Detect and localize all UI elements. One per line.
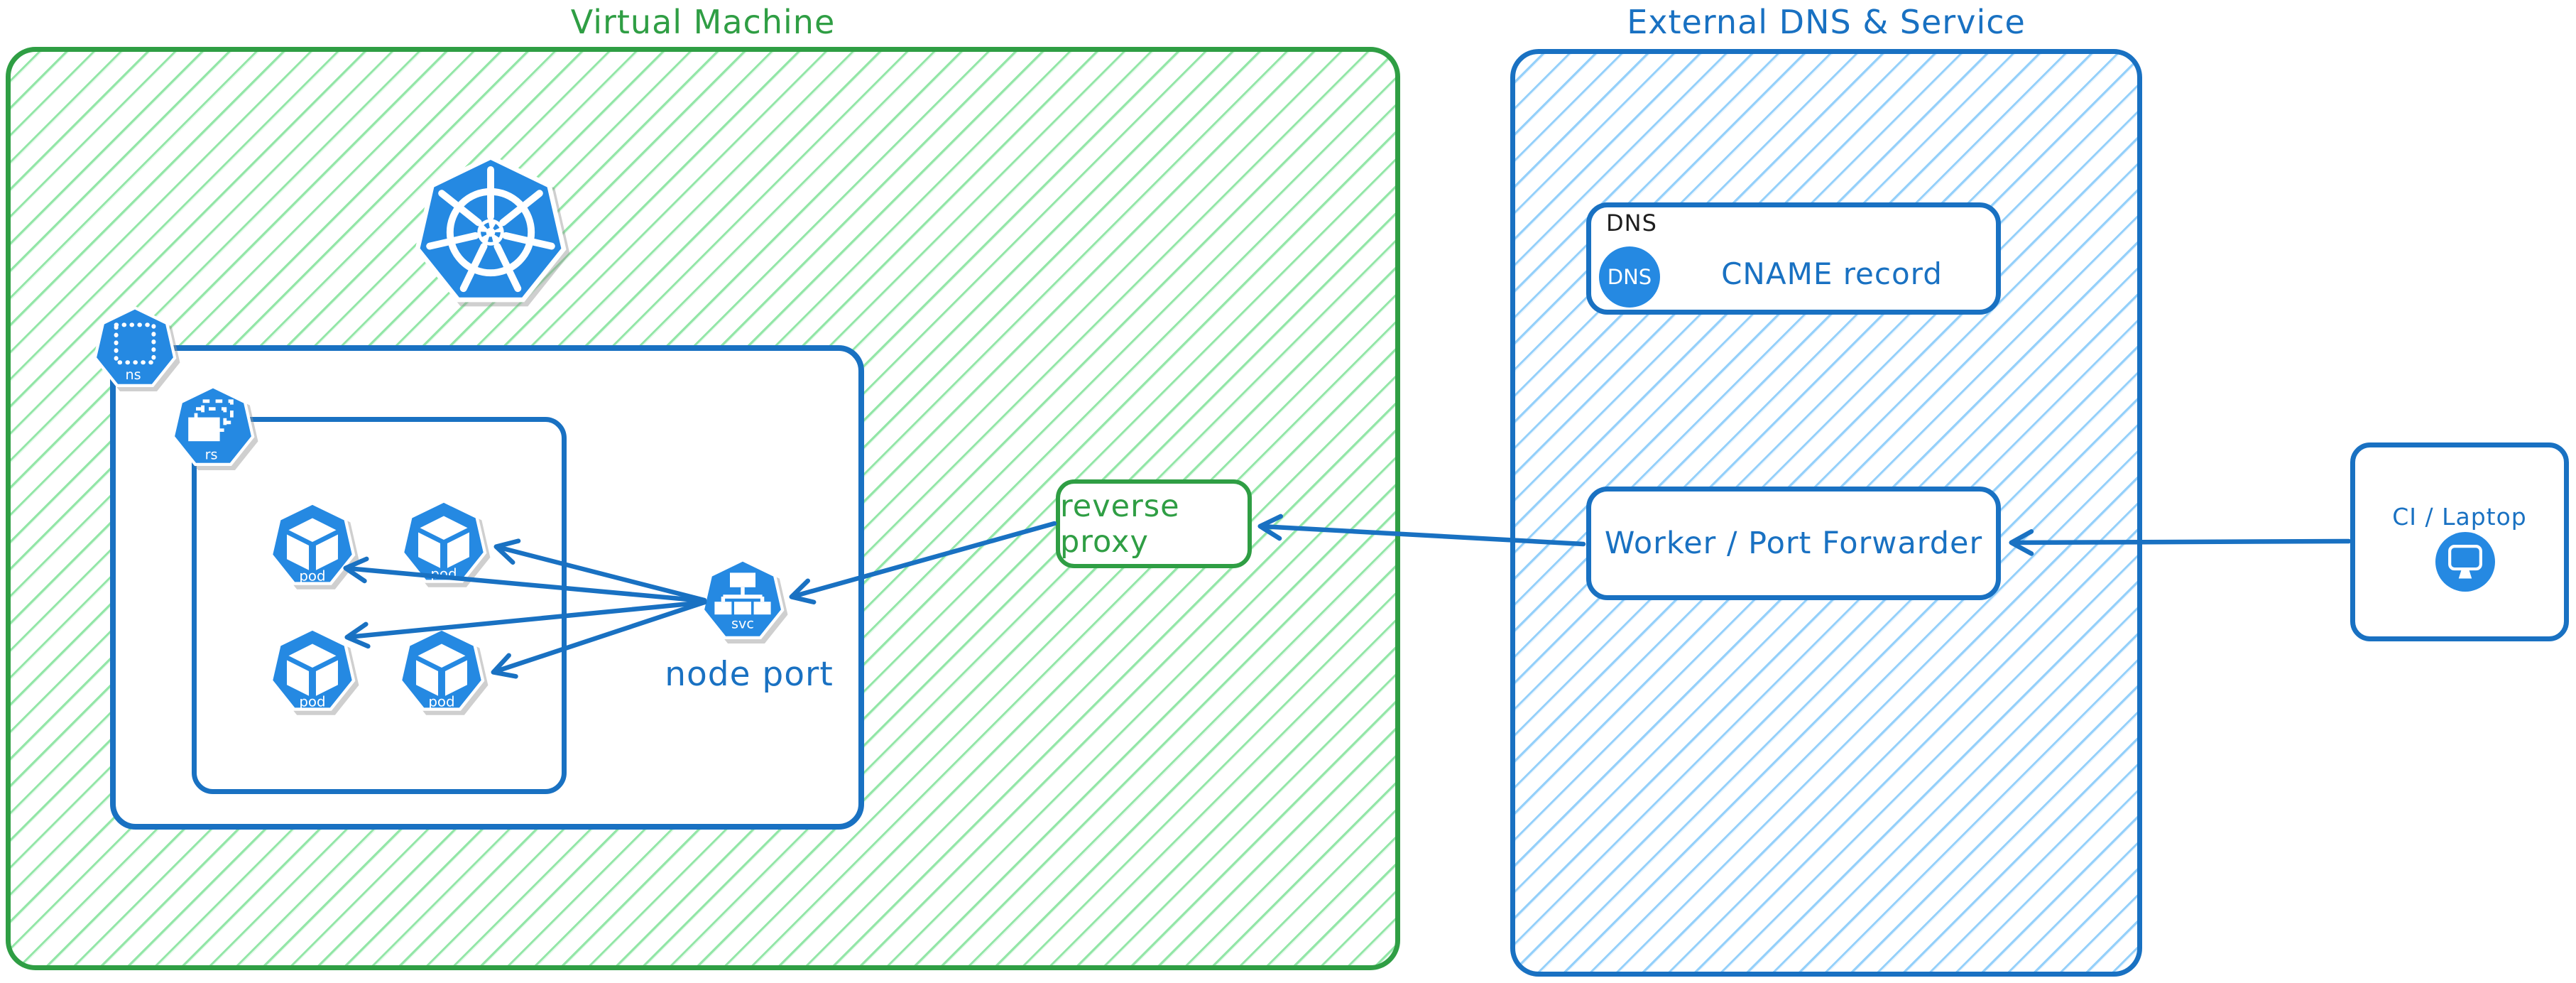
pod-icon-2: pod bbox=[400, 499, 488, 587]
pod-icon-4: pod bbox=[398, 627, 486, 715]
service-icon-label: svc bbox=[731, 615, 754, 631]
pod-icon-label: pod bbox=[430, 566, 457, 582]
dns-record-box bbox=[1586, 202, 2001, 315]
pod-icon-label: pod bbox=[428, 694, 454, 710]
kubernetes-logo-icon bbox=[413, 154, 569, 310]
pod-icon-label: pod bbox=[299, 568, 325, 585]
reverse-proxy-label: reverse proxy bbox=[1060, 488, 1180, 560]
pod-icon-3: pod bbox=[268, 627, 356, 715]
replicaset-icon: rs bbox=[170, 385, 256, 470]
dns-tag-label: DNS bbox=[1606, 210, 1657, 237]
node-port-label: node port bbox=[665, 655, 834, 694]
pod-icon-1: pod bbox=[268, 501, 356, 590]
worker-port-forwarder-box: Worker / Port Forwarder bbox=[1586, 487, 2001, 600]
replicaset-box bbox=[192, 417, 567, 794]
virtual-machine-title: Virtual Machine bbox=[570, 3, 836, 41]
dns-badge-label: DNS bbox=[1607, 265, 1652, 289]
external-dns-title: External DNS & Service bbox=[1627, 3, 2026, 41]
namespace-icon-label: ns bbox=[126, 366, 141, 383]
pod-icon-label: pod bbox=[299, 694, 325, 710]
service-icon: svc bbox=[700, 558, 785, 643]
cname-record-label: CNAME record bbox=[1721, 256, 1943, 291]
namespace-icon: ns bbox=[92, 306, 178, 391]
replicaset-icon-label: rs bbox=[205, 446, 218, 462]
reverse-proxy-box: reverse proxy bbox=[1056, 479, 1252, 568]
worker-label: Worker / Port Forwarder bbox=[1604, 526, 1983, 561]
dns-badge-icon: DNS bbox=[1599, 246, 1660, 308]
monitor-icon bbox=[2435, 532, 2495, 592]
ci-laptop-label: CI / Laptop bbox=[2392, 503, 2527, 531]
